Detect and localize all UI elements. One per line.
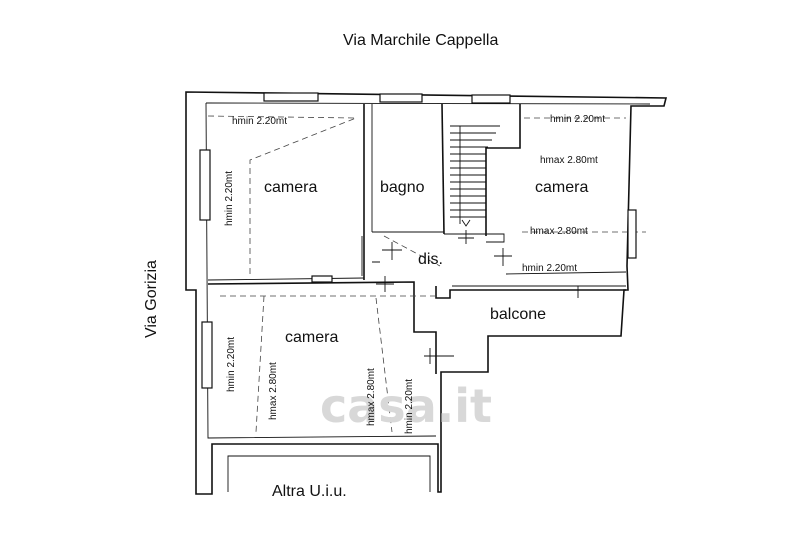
room-label-balcone: balcone bbox=[490, 306, 546, 323]
window-top-3 bbox=[471, 94, 511, 104]
height-label: hmax 2.80mt bbox=[268, 362, 279, 420]
wall-corridor-mid bbox=[207, 281, 437, 374]
street-top-label: Via Marchile Cappella bbox=[343, 32, 498, 49]
room-label-camera-top-right: camera bbox=[535, 179, 588, 196]
height-label: hmax 2.80mt bbox=[540, 155, 598, 166]
wall-corridor-balcony bbox=[435, 286, 626, 299]
ceiling-line-tr bbox=[522, 117, 646, 233]
room-label-camera-top-left: camera bbox=[264, 179, 317, 196]
room-label-camera-bottom: camera bbox=[285, 329, 338, 346]
street-left-label: Via Gorizia bbox=[143, 260, 160, 338]
wall-stair-door bbox=[444, 233, 505, 243]
street-bottom-label: Altra U.i.u. bbox=[272, 483, 347, 500]
height-label: hmin 2.20mt bbox=[226, 337, 237, 392]
room-label-bagno: bagno bbox=[380, 179, 425, 196]
window-top-2 bbox=[379, 93, 423, 103]
height-label: hmin 2.20mt bbox=[224, 171, 235, 226]
height-label: hmin 2.20mt bbox=[232, 116, 287, 127]
ceiling-line-dis bbox=[383, 235, 441, 267]
ceiling-line-tl bbox=[207, 115, 357, 278]
wall-horizontal-mid bbox=[207, 277, 365, 281]
height-label: hmax 2.80mt bbox=[366, 368, 377, 426]
staircase bbox=[450, 125, 500, 227]
watermark: casa.it bbox=[320, 379, 492, 433]
height-label: hmin 2.20mt bbox=[404, 379, 415, 434]
window-left-2 bbox=[201, 321, 213, 389]
window-left-1 bbox=[199, 149, 211, 221]
room-label-dis: dis. bbox=[418, 251, 443, 268]
wall-bagno-stair bbox=[441, 103, 445, 235]
window-top-1 bbox=[263, 92, 319, 102]
door-markers bbox=[361, 230, 579, 364]
neighbour-unit-outline bbox=[227, 455, 431, 492]
window-right-1 bbox=[627, 209, 637, 259]
outer-wall bbox=[185, 91, 668, 495]
ceiling-line-bottom bbox=[220, 295, 436, 433]
outer-wall-inner bbox=[205, 102, 651, 105]
wall-stair-right bbox=[485, 104, 521, 236]
height-label: hmax 2.80mt bbox=[530, 226, 588, 237]
window-bottom-left bbox=[311, 275, 333, 283]
height-label: hmin 2.20mt bbox=[550, 114, 605, 125]
height-label: hmin 2.20mt bbox=[522, 263, 577, 274]
wall-tr-bottom bbox=[505, 271, 627, 275]
